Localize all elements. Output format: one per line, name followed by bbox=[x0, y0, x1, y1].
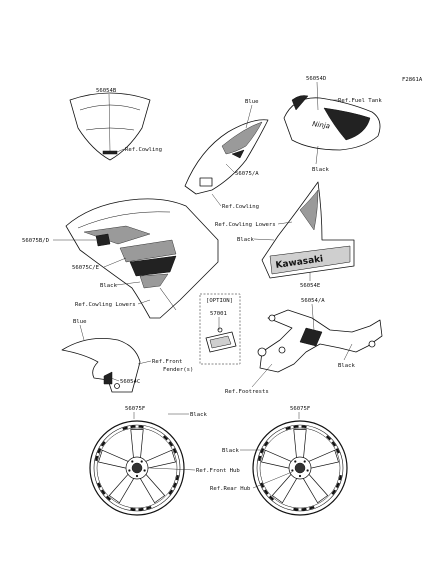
label-blue-2: Blue bbox=[73, 319, 87, 325]
rear-wheel-rim-decal bbox=[285, 425, 308, 431]
label-blue-1: Blue bbox=[245, 99, 259, 105]
label-ref-cowling-1: Ref.Cowling bbox=[125, 147, 162, 153]
rear-wheel bbox=[252, 420, 348, 516]
windscreen-decal bbox=[102, 150, 118, 155]
lower-cowl: Kawasaki bbox=[261, 181, 355, 279]
label-ref-rear-hub: Ref.Rear Hub bbox=[210, 486, 251, 492]
rear-wheel-rim-decal bbox=[292, 505, 315, 511]
label-56075BD: 56075B/D bbox=[22, 238, 50, 244]
rear-wheel-rim-decal bbox=[259, 481, 275, 501]
label-56054D: 56054D bbox=[306, 76, 327, 82]
label-56054B: 56054B bbox=[96, 88, 117, 94]
rear-wheel-rim-decal bbox=[258, 440, 270, 462]
option-part-57001 bbox=[199, 293, 241, 365]
label-black-rear-wheel: Black bbox=[222, 448, 239, 454]
front-wheel-rim-decal bbox=[95, 440, 107, 462]
label-ref-cowling-lowers-1: Ref.Cowling Lowers bbox=[215, 222, 276, 228]
label-ref-cowling-2: Ref.Cowling bbox=[222, 204, 259, 210]
label-56075F-front: 56075F bbox=[125, 406, 146, 412]
ref-code: F2861A bbox=[402, 77, 423, 83]
label-black-bracket: Black bbox=[338, 363, 355, 369]
fuel-tank: Ninja bbox=[283, 95, 381, 151]
label-ref-fuel-tank: Ref.Fuel Tank bbox=[338, 98, 382, 104]
label-ref-front-fender: Ref.Front bbox=[152, 359, 182, 365]
label-black-front-wheel: Black bbox=[190, 412, 207, 418]
label-ref-footrests: Ref.Footrests bbox=[225, 389, 269, 395]
front-wheel-rim-decal bbox=[122, 425, 145, 431]
label-56054C: 56054C bbox=[120, 379, 140, 385]
label-ref-cowling-lowers-2: Ref.Cowling Lowers bbox=[75, 302, 136, 308]
label-57001: 57001 bbox=[210, 311, 227, 317]
label-ref-front-hub: Ref.Front Hub bbox=[196, 468, 240, 474]
front-fender bbox=[61, 337, 141, 393]
rear-wheel-rim-decal bbox=[330, 474, 342, 496]
front-wheel-rim-decal bbox=[162, 435, 178, 455]
windscreen bbox=[69, 92, 151, 161]
footrest-bracket bbox=[257, 309, 383, 373]
label-black-fairing: Black bbox=[100, 283, 117, 289]
tank-logo: Ninja bbox=[312, 120, 331, 130]
label-56075A: 56075/A bbox=[235, 171, 259, 177]
label-black-lower: Black bbox=[237, 237, 254, 243]
option-box-label: [OPTION] bbox=[206, 298, 233, 304]
side-fairing bbox=[65, 198, 219, 319]
upper-cowl bbox=[184, 119, 269, 195]
label-black-tank: Black bbox=[312, 167, 329, 173]
label-56075F-rear: 56075F bbox=[290, 406, 311, 412]
label-56054A: 56054/A bbox=[301, 298, 325, 304]
label-56054E: 56054E bbox=[300, 283, 321, 289]
rear-wheel-rim-decal bbox=[325, 435, 341, 455]
front-wheel-rim-decal bbox=[96, 481, 112, 501]
label-ref-front-fender-2: Fender(s) bbox=[163, 367, 193, 373]
label-56075CE: 56075C/E bbox=[72, 265, 100, 271]
front-wheel-rim-decal bbox=[129, 505, 152, 511]
front-wheel bbox=[89, 420, 185, 516]
front-wheel-rim-decal bbox=[167, 474, 179, 496]
